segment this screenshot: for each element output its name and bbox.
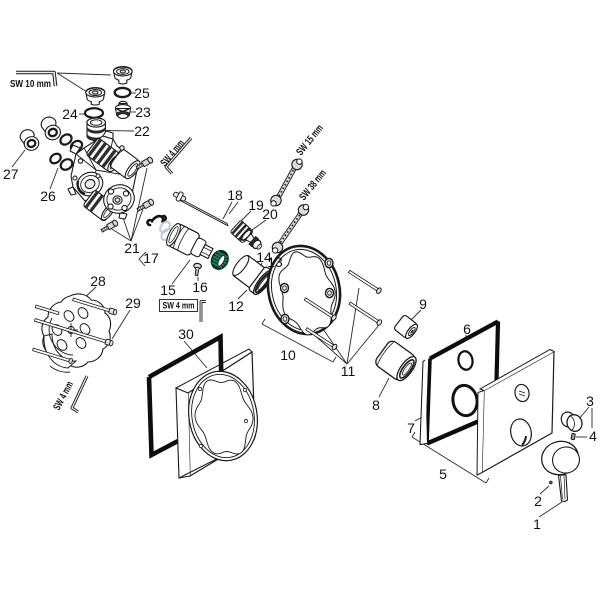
svg-text:6: 6: [463, 321, 471, 337]
svg-text:16: 16: [192, 279, 208, 295]
svg-text:29: 29: [125, 295, 141, 311]
svg-text:5: 5: [439, 466, 447, 482]
svg-text:30: 30: [178, 326, 194, 342]
svg-text:8: 8: [372, 397, 380, 413]
svg-text:12: 12: [228, 298, 244, 314]
svg-text:14: 14: [256, 249, 272, 265]
svg-text:21: 21: [124, 240, 140, 256]
svg-text:11: 11: [341, 363, 356, 379]
svg-text:SW 10 mm: SW 10 mm: [10, 78, 51, 90]
svg-text:25: 25: [134, 85, 150, 101]
svg-text:28: 28: [90, 273, 106, 289]
svg-text:4: 4: [589, 428, 597, 444]
svg-text:19: 19: [248, 197, 264, 213]
svg-text:18: 18: [227, 187, 243, 203]
svg-text:1: 1: [533, 516, 541, 532]
svg-text:3: 3: [586, 393, 594, 409]
svg-text:SW 4 mm: SW 4 mm: [163, 301, 195, 311]
svg-text:9: 9: [419, 296, 427, 312]
svg-text:10: 10: [280, 347, 296, 363]
svg-text:17: 17: [143, 250, 159, 266]
svg-text:26: 26: [40, 188, 56, 204]
svg-text:24: 24: [62, 106, 78, 122]
svg-text:23: 23: [135, 104, 151, 120]
svg-text:22: 22: [134, 123, 150, 139]
svg-text:13: 13: [267, 254, 283, 270]
svg-text:20: 20: [262, 206, 278, 222]
svg-text:27: 27: [3, 166, 19, 182]
svg-text:15: 15: [160, 282, 176, 298]
svg-text:7: 7: [407, 420, 415, 436]
svg-text:2: 2: [534, 493, 542, 509]
